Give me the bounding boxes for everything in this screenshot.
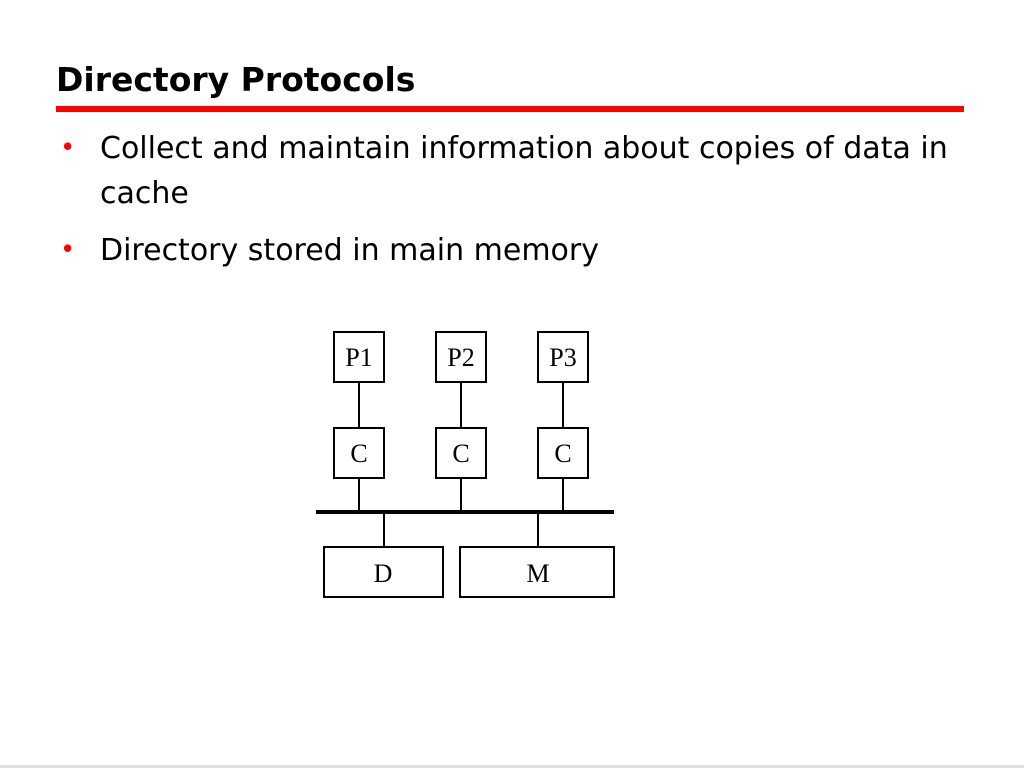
bullet-item: • Collect and maintain information about… bbox=[58, 126, 968, 216]
bullet-dot-icon: • bbox=[60, 133, 76, 163]
processor-p1: P1 bbox=[333, 331, 385, 383]
cache-directory-diagram: P1 P2 P3 C C C bbox=[316, 331, 615, 598]
title-underline bbox=[56, 106, 964, 112]
memory-label: M bbox=[526, 559, 549, 588]
cache-label: C bbox=[452, 439, 469, 468]
processor-label: P1 bbox=[345, 343, 372, 372]
bullet-item: • Directory stored in main memory bbox=[58, 228, 968, 273]
slide-title: Directory Protocols bbox=[56, 60, 416, 99]
bullet-text: Collect and maintain information about c… bbox=[100, 131, 948, 211]
cache-box: C bbox=[435, 427, 487, 479]
bullet-dot-icon: • bbox=[60, 235, 76, 265]
bullet-text: Directory stored in main memory bbox=[100, 233, 599, 268]
cache-box: C bbox=[537, 427, 589, 479]
processor-p2: P2 bbox=[435, 331, 487, 383]
cache-label: C bbox=[554, 439, 571, 468]
memory-box: M bbox=[459, 546, 615, 598]
cache-box: C bbox=[333, 427, 385, 479]
directory-box: D bbox=[323, 546, 444, 598]
footer-divider bbox=[0, 765, 1024, 768]
bullet-list: • Collect and maintain information about… bbox=[58, 126, 968, 285]
processor-p3: P3 bbox=[537, 331, 589, 383]
directory-label: D bbox=[374, 559, 393, 588]
processor-label: P3 bbox=[549, 343, 576, 372]
cache-label: C bbox=[350, 439, 367, 468]
processor-label: P2 bbox=[447, 343, 474, 372]
